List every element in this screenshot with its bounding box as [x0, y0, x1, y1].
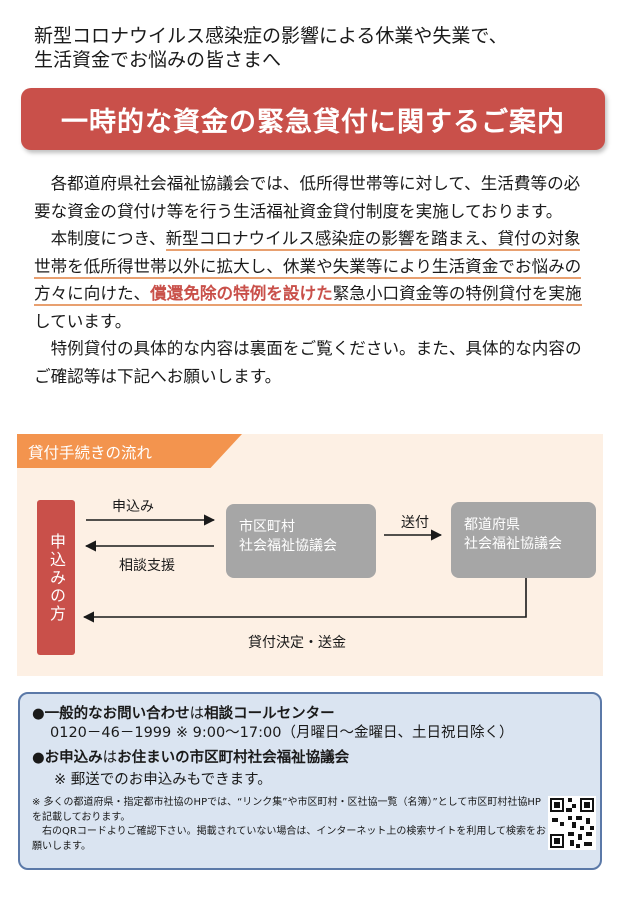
city-council-box: 市区町村 社会福祉協議会: [226, 504, 376, 578]
lead-line-1: 新型コロナウイルス感染症の影響による休業や失業で、: [34, 25, 508, 47]
lead-heading: 新型コロナウイルス感染症の影響による休業や失業で、 生活資金でお悩みの皆さまへ: [34, 24, 594, 72]
apply-line: ●お申込みはお住まいの市区町村社会福祉協議会: [32, 748, 349, 768]
footnote-2: 右のQRコードよりご確認下さい。掲載されていない場合は、インターネット上の検索サ…: [32, 826, 547, 852]
p2-underlined-b: 緊急小口資金等の特例貸付を実施: [332, 284, 582, 306]
p2-highlight: 償還免除の特例を設けた: [150, 284, 333, 306]
label-consult: 相談支援: [119, 558, 175, 574]
footnote: ※ 多くの都道府県・指定都市社協のHPでは、“リンク集”や市区町村・区社協一覧（…: [32, 796, 550, 854]
applicant-label: 申込みの方: [47, 532, 66, 623]
applicant-box: 申込みの方: [37, 500, 75, 655]
bullet: ●: [32, 706, 45, 722]
local-council: お住まいの市区町村社会福祉協議会: [117, 750, 350, 766]
footnote-1: ※ 多くの都道府県・指定都市社協のHPでは、“リンク集”や市区町村・区社協一覧（…: [32, 797, 541, 823]
page-title: 一時的な資金の緊急貸付に関するご案内: [61, 106, 565, 138]
pref-line-2: 社会福祉協議会: [464, 536, 562, 552]
lead-line-2: 生活資金でお悩みの皆さまへ: [34, 49, 282, 71]
city-line-2: 社会福祉協議会: [239, 538, 337, 554]
apply-label: お申込み: [44, 750, 103, 766]
title-banner: 一時的な資金の緊急貸付に関するご案内: [21, 88, 605, 150]
contact-panel: [18, 692, 602, 870]
phone-line: 0120－46－1999 ※ 9:00～17:00（月曜日～金曜日、土日祝日除く…: [50, 725, 514, 741]
general-inquiry-line: ●一般的なお問い合わせは相談コールセンター: [32, 704, 335, 724]
paragraph-1: 各都道府県社会福祉協議会では、低所得世帯等に対して、生活費等の必要な資金の貸付け…: [34, 174, 581, 221]
pref-line-1: 都道府県: [464, 517, 520, 533]
p2-intro: 本制度につき、: [50, 229, 166, 248]
mail-note: ※ 郵送でのお申込みもできます。: [54, 772, 272, 788]
label-decide: 貸付決定・送金: [248, 635, 346, 651]
general-particle: は: [189, 706, 205, 722]
p2-end: しています。: [34, 311, 132, 331]
paragraph-3: 特例貸付の具体的な内容は裏面をご覧ください。また、具体的な内容のご確認等は下記へ…: [34, 339, 582, 386]
pref-council-box: 都道府県 社会福祉協議会: [451, 502, 596, 578]
arrow-decide: [82, 578, 527, 623]
bullet: ●: [32, 750, 45, 766]
apply-particle: は: [102, 750, 118, 766]
city-line-1: 市区町村: [239, 519, 295, 535]
paragraph-2: 本制度につき、新型コロナウイルス感染症の影響を踏まえ、貸付の対象世帯を低所得世帯…: [34, 225, 590, 335]
body-text: 各都道府県社会福祉協議会では、低所得世帯等に対して、生活費等の必要な資金の貸付け…: [34, 170, 590, 390]
call-center: 相談コールセンター: [204, 706, 335, 722]
label-send: 送付: [401, 515, 429, 531]
p2-underlined-a: 新型コロナウイルス感染症の影響を踏まえ、貸付の対象世帯を低所得世帯以外に拡大し、…: [34, 229, 582, 306]
general-label: 一般的なお問い合わせ: [44, 706, 190, 722]
flow-tab-label: 貸付手続きの流れ: [28, 444, 153, 462]
qr-code-icon[interactable]: [548, 796, 596, 850]
flow-tab: [17, 434, 242, 468]
label-apply: 申込み: [112, 499, 154, 515]
